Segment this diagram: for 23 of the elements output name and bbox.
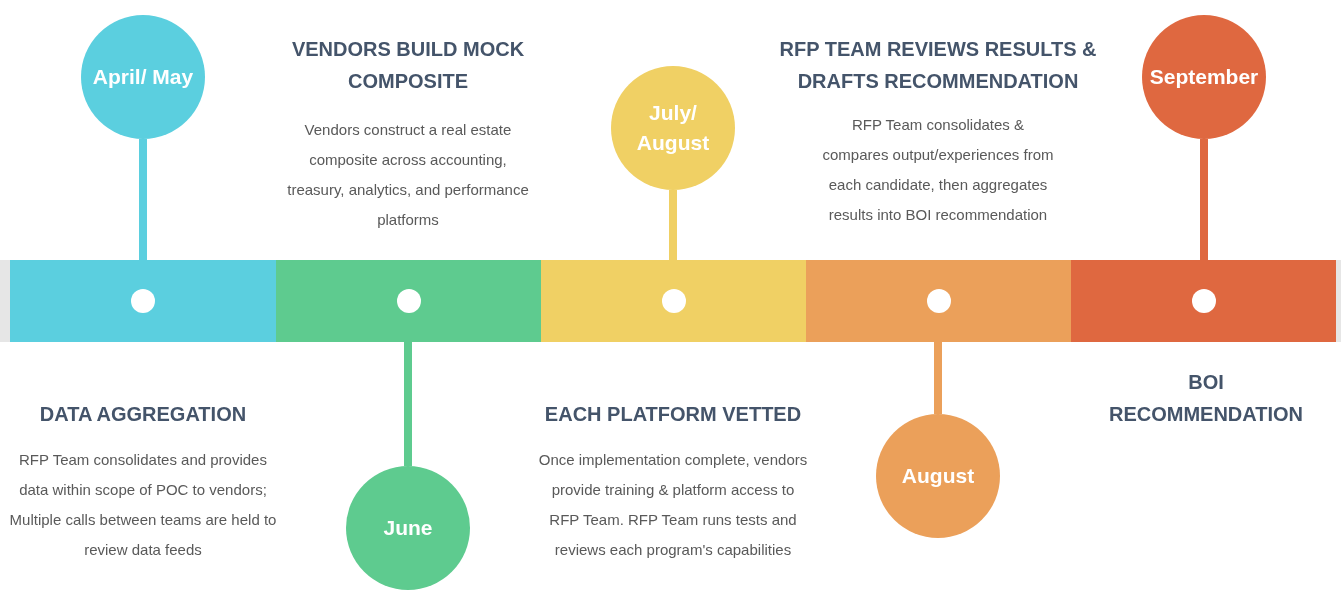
date-label: April/ May — [92, 64, 194, 90]
connector-line — [934, 342, 942, 414]
date-label: September — [1149, 64, 1259, 90]
timeline-segment — [806, 260, 1071, 342]
section-title: RFP TEAM REVIEWS RESULTS & DRAFTS RECOMMENDATION — [778, 37, 1098, 94]
description-text: RFP Team consolidates and provides data within scope of POC to vendors; Multiple calls between teams are held to review data feeds — [8, 450, 278, 560]
section-title: VENDORS BUILD MOCK COMPOSITE — [290, 37, 526, 94]
connector-line — [139, 139, 147, 260]
date-label: July/ August — [635, 100, 711, 156]
description-text: Once implementation complete, vendors provide training & platform access to RFP Team. RFP Team runs tests and reviews each program's capabilities — [537, 450, 809, 560]
timeline-segment — [276, 260, 541, 342]
section-title: DATA AGGREGATION — [38, 402, 248, 427]
timeline-segment — [10, 260, 276, 342]
description-text: RFP Team consolidates & compares output/experiences from each candidate, then aggregates results into BOI recommendation — [821, 115, 1055, 225]
date-label: August — [901, 463, 975, 489]
timeline-segment — [541, 260, 806, 342]
connector-line — [1200, 139, 1208, 260]
section-title: BOI RECOMMENDATION — [1107, 370, 1305, 427]
timeline-segment — [1071, 260, 1336, 342]
connector-line — [404, 342, 412, 466]
date-label: June — [383, 515, 433, 541]
description-text: Vendors construct a real estate composite across accounting, treasury, analytics, and performance platforms — [286, 120, 530, 230]
section-title: EACH PLATFORM VETTED — [543, 402, 803, 427]
